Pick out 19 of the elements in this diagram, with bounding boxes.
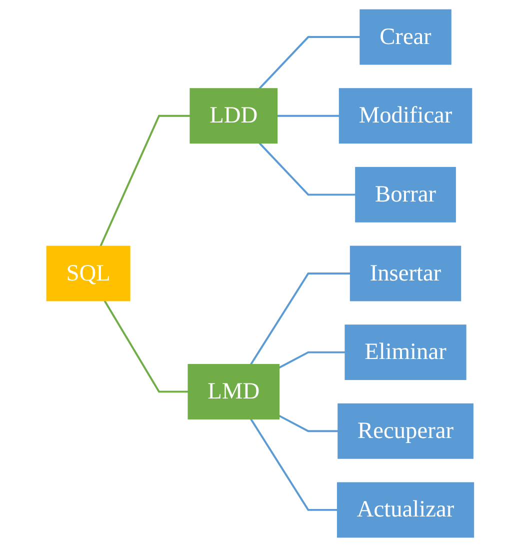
connector xyxy=(250,272,351,365)
node-box: SQL xyxy=(46,246,131,302)
connector xyxy=(278,351,346,369)
node-box: LDD xyxy=(190,88,278,144)
node-box: Modificar xyxy=(339,88,472,144)
connector xyxy=(278,414,338,432)
connector xyxy=(250,418,338,511)
node-box: Recuperar xyxy=(338,403,474,459)
node-box: Eliminar xyxy=(345,324,467,380)
node-box: Actualizar xyxy=(337,482,474,538)
node-box: Borrar xyxy=(355,166,456,222)
connector xyxy=(259,36,360,90)
node-box: Insertar xyxy=(350,246,462,302)
connector xyxy=(259,142,356,196)
connector xyxy=(100,114,190,247)
connector xyxy=(104,300,189,393)
node-box: Crear xyxy=(360,9,452,65)
connector xyxy=(277,114,340,117)
node-box: LMD xyxy=(188,364,280,420)
